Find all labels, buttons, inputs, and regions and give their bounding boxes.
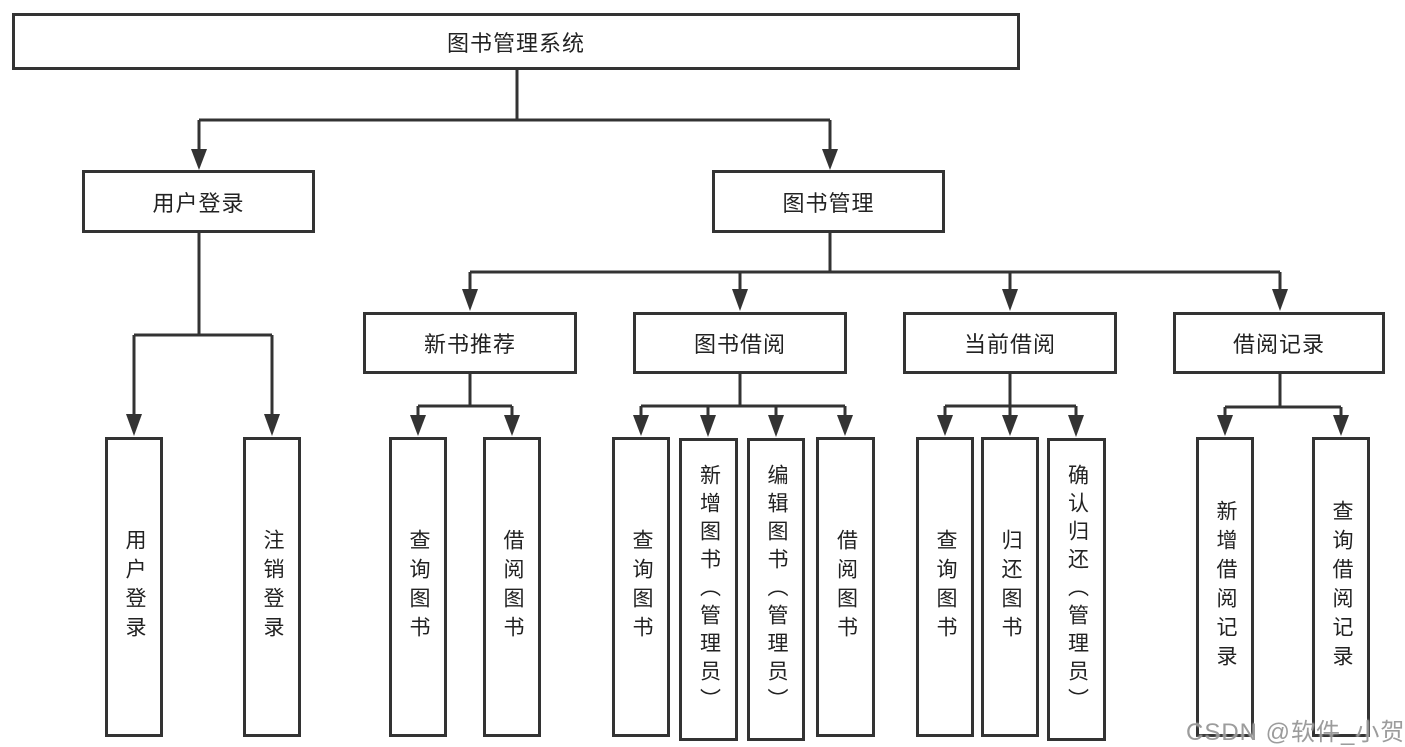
arrowhead	[768, 415, 784, 437]
connector-user-login-branch	[126, 233, 280, 436]
leaf-logout: 注销登录	[243, 437, 301, 737]
leaf-label: 归还图书	[999, 529, 1022, 645]
leaf-records-add-record: 新增借阅记录	[1196, 437, 1254, 737]
connector-root-branch	[191, 70, 838, 170]
leaf-label: 用户登录	[123, 529, 146, 645]
node-book-borrow: 图书借阅	[633, 312, 847, 374]
leaf-label: 注销登录	[261, 529, 284, 645]
arrowhead	[1002, 415, 1018, 436]
leaf-newbook-query-books: 查询图书	[389, 437, 447, 737]
watermark: CSDN @软件_小贺同学	[1186, 719, 1405, 746]
arrowhead	[633, 415, 649, 436]
leaf-label: 新增图书（管理员）	[697, 463, 721, 716]
arrowhead	[837, 415, 853, 436]
node-label: 用户登录	[152, 190, 245, 216]
node-root: 图书管理系统	[12, 13, 1020, 70]
node-user-login: 用户登录	[82, 170, 315, 233]
leaf-records-query-record: 查询借阅记录	[1312, 437, 1370, 737]
arrowhead	[191, 149, 207, 170]
leaf-label: 查询图书	[934, 529, 957, 645]
connector-records-branch	[1217, 374, 1349, 436]
leaf-current-query-books: 查询图书	[916, 437, 974, 737]
leaf-newbook-borrow-books: 借阅图书	[483, 437, 541, 737]
arrowhead	[264, 414, 280, 436]
arrowhead	[1217, 415, 1233, 436]
connector-book-mgmt-branch	[462, 233, 1288, 311]
connector-current-branch	[937, 374, 1084, 437]
node-label: 图书借阅	[693, 332, 786, 357]
leaf-borrow-edit-books-admin: 编辑图书（管理员）	[747, 438, 805, 741]
arrowhead	[1333, 415, 1349, 436]
leaf-label: 确认归还（管理员）	[1065, 463, 1089, 716]
arrowhead	[504, 415, 520, 436]
leaf-label: 查询图书	[630, 529, 653, 645]
leaf-label: 查询借阅记录	[1330, 500, 1353, 674]
arrowhead	[732, 289, 748, 311]
connector-borrow-branch	[633, 374, 853, 437]
node-current-borrow: 当前借阅	[903, 312, 1117, 374]
arrowhead	[462, 289, 478, 311]
node-book-management: 图书管理	[712, 170, 945, 233]
leaf-label: 查询图书	[407, 529, 430, 645]
leaf-current-return-books: 归还图书	[981, 437, 1039, 737]
connector-new-book-branch	[410, 374, 520, 436]
node-borrow-records: 借阅记录	[1173, 312, 1385, 374]
node-label: 当前借阅	[963, 332, 1056, 357]
arrowhead	[1002, 289, 1018, 311]
node-label: 借阅记录	[1232, 332, 1325, 357]
leaf-current-confirm-return-admin: 确认归还（管理员）	[1047, 438, 1106, 741]
leaf-label: 编辑图书（管理员）	[765, 463, 788, 716]
node-label: 图书管理系统	[446, 30, 585, 56]
leaf-borrow-add-books-admin: 新增图书（管理员）	[679, 438, 738, 741]
leaf-label: 借阅图书	[834, 529, 858, 645]
leaf-borrow-query-books: 查询图书	[612, 437, 670, 737]
node-new-book-recommend: 新书推荐	[363, 312, 577, 374]
leaf-borrow-borrow-books: 借阅图书	[816, 437, 875, 737]
arrowhead	[700, 415, 716, 437]
leaf-label: 新增借阅记录	[1214, 500, 1237, 674]
node-label: 新书推荐	[423, 332, 516, 357]
arrowhead	[1068, 415, 1084, 437]
node-label: 图书管理	[782, 190, 875, 216]
arrowhead	[126, 414, 142, 436]
leaf-user-login: 用户登录	[105, 437, 163, 737]
arrowhead	[410, 415, 426, 436]
arrowhead	[822, 149, 838, 170]
arrowhead	[1272, 289, 1288, 311]
arrowhead	[937, 415, 953, 436]
leaf-label: 借阅图书	[501, 529, 524, 645]
